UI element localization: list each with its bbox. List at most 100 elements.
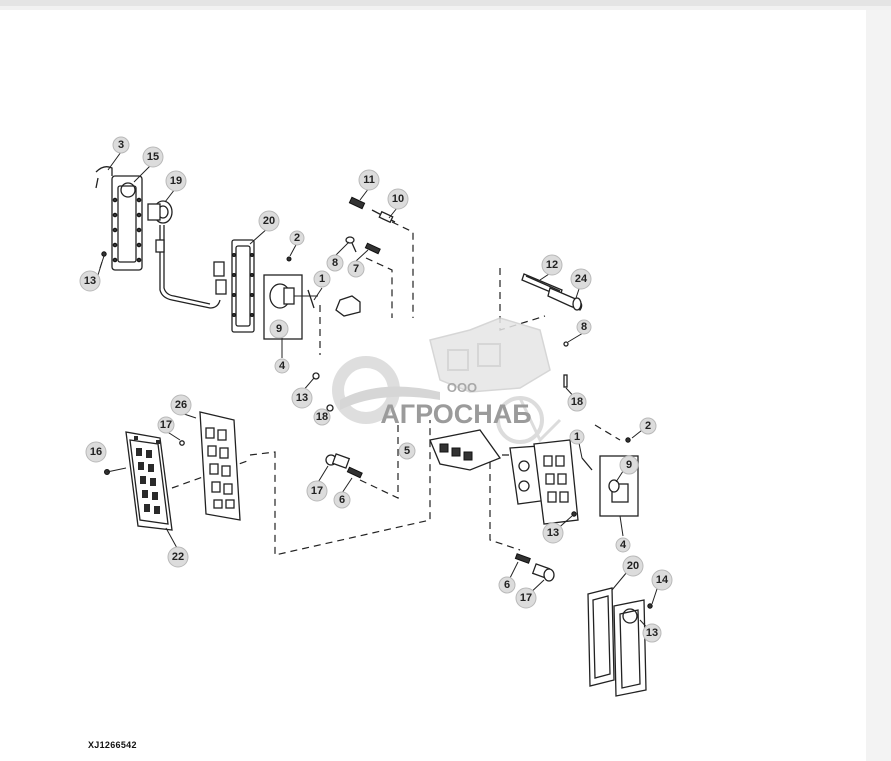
callout-2-right: 2	[639, 417, 657, 435]
watermark-small-text: ООО	[447, 380, 477, 395]
svg-text:15: 15	[147, 151, 159, 163]
plungers-upper-left	[345, 196, 396, 255]
svg-text:17: 17	[520, 592, 532, 604]
gasket-22-left	[231, 239, 255, 333]
svg-text:18: 18	[316, 411, 328, 423]
callout-3: 3	[112, 136, 130, 154]
callout-5: 5	[398, 442, 416, 460]
svg-text:5: 5	[404, 445, 410, 457]
callout-16: 16	[85, 441, 107, 463]
valve-body-cover-right	[613, 599, 653, 697]
svg-text:20: 20	[627, 560, 639, 572]
svg-text:13: 13	[547, 527, 559, 539]
callout-1-left: 1	[313, 270, 331, 288]
plunger-12-24	[521, 273, 583, 311]
svg-text:13: 13	[646, 627, 658, 639]
callout-22-right: 20	[622, 555, 644, 577]
bolt-13-right	[571, 511, 577, 517]
svg-text:17: 17	[311, 485, 323, 497]
callout-26: 26	[170, 394, 192, 416]
top-bar	[0, 0, 891, 6]
svg-text:1: 1	[319, 273, 325, 285]
svg-text:8: 8	[332, 257, 338, 269]
callout-7: 7	[347, 260, 365, 278]
valve-body-26	[199, 411, 241, 521]
svg-text:18: 18	[571, 396, 583, 408]
figure-code: XJ1266542	[88, 740, 137, 750]
callout-18: 17	[157, 416, 175, 434]
small-parts-right	[563, 341, 631, 471]
valve-body-right	[509, 439, 579, 525]
plunger-17-spring-6-right	[514, 553, 555, 582]
svg-text:1: 1	[574, 431, 580, 443]
diagram-sheet	[0, 10, 866, 761]
svg-text:24: 24	[575, 273, 588, 285]
small-parts-center	[312, 372, 334, 412]
callout-14: 14	[651, 569, 673, 591]
callout-8-left: 8	[326, 254, 344, 272]
svg-text:19: 19	[170, 175, 182, 187]
callout-19-right: 18	[567, 392, 587, 412]
callout-13-lower-right: 13	[642, 623, 662, 643]
svg-text:8: 8	[581, 321, 587, 333]
watermark-large-text: АГРОСНАБ	[380, 399, 531, 429]
svg-text:26: 26	[175, 399, 187, 411]
separator-plate-23	[125, 431, 173, 531]
callout-22-left: 20	[258, 210, 280, 232]
callout-bubbles: 3 15 19 20 2 1 9 4 11 10 8 7 13 13 18 26…	[79, 136, 673, 643]
callout-6-left: 6	[333, 491, 351, 509]
callout-13-center: 13	[291, 387, 313, 409]
svg-text:6: 6	[339, 494, 345, 506]
svg-text:20: 20	[263, 215, 275, 227]
svg-text:16: 16	[90, 446, 102, 458]
svg-text:9: 9	[276, 323, 282, 335]
sensor-harness-20	[147, 200, 227, 309]
main-valve-body	[429, 429, 502, 471]
small-parts-left	[286, 256, 361, 317]
callout-6-right: 6	[498, 576, 516, 594]
callout-23: 22	[167, 546, 189, 568]
callout-24: 24	[570, 268, 592, 290]
callout-4-left: 4	[274, 358, 290, 374]
callout-4-right: 4	[615, 537, 631, 553]
svg-text:13: 13	[296, 392, 308, 404]
callout-13-upper-left: 13	[79, 270, 101, 292]
callout-19-center: 18	[313, 408, 331, 426]
callout-8-right: 8	[576, 319, 592, 335]
bolts-16-18	[104, 440, 185, 475]
callout-17-right: 17	[515, 587, 537, 609]
svg-text:11: 11	[363, 174, 375, 186]
callout-9-left: 9	[269, 319, 289, 339]
svg-text:13: 13	[84, 275, 96, 287]
svg-text:3: 3	[118, 139, 124, 151]
callout-12: 12	[541, 254, 563, 276]
svg-text:22: 22	[172, 551, 184, 563]
valve-body-cover-15	[95, 166, 143, 271]
callout-20: 19	[165, 170, 187, 192]
callout-9-right: 9	[619, 455, 639, 475]
svg-text:4: 4	[279, 360, 286, 372]
svg-text:4: 4	[620, 539, 627, 551]
svg-text:2: 2	[294, 232, 300, 244]
svg-text:6: 6	[504, 579, 510, 591]
svg-text:12: 12	[546, 259, 558, 271]
callout-11: 11	[358, 169, 380, 191]
svg-text:17: 17	[160, 419, 172, 431]
callout-15: 15	[142, 146, 164, 168]
page-gutter	[866, 10, 891, 761]
svg-text:10: 10	[392, 193, 404, 205]
solenoid-assembly-4-left	[263, 274, 318, 340]
svg-text:14: 14	[656, 574, 669, 586]
watermark-logo: ООО АГРОСНАБ	[332, 317, 562, 444]
callout-17-left: 1617	[306, 480, 328, 502]
callout-1-right: 1	[569, 429, 585, 445]
callout-10: 10	[387, 188, 409, 210]
svg-text:7: 7	[353, 263, 359, 275]
callout-2-left: 2	[289, 230, 305, 246]
plunger-17-spring-6-left	[325, 453, 363, 479]
svg-text:9: 9	[626, 459, 632, 471]
solenoid-assembly-4-right	[599, 455, 639, 517]
callout-13-right: 13	[542, 522, 564, 544]
gasket-22-right	[587, 587, 615, 687]
